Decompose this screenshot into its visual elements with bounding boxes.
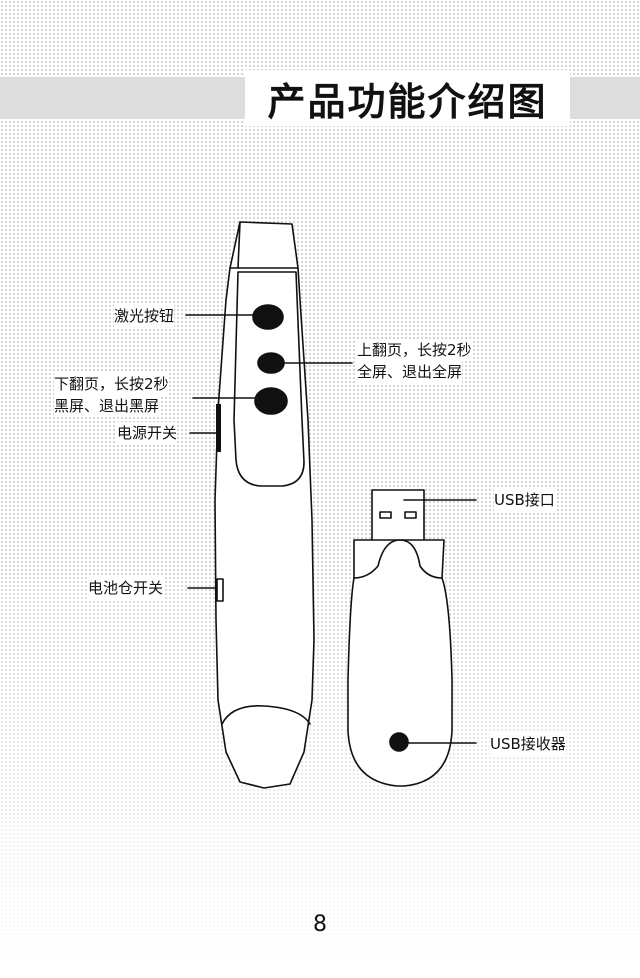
page-number: 8 <box>313 912 327 937</box>
presenter-top-left-edge <box>237 221 241 269</box>
usb-receiver-label: USB接收器 <box>490 733 566 755</box>
title-band-right <box>570 77 640 119</box>
usb-port-label: USB接口 <box>494 489 555 511</box>
title-band-left <box>0 77 245 119</box>
usb-connector-slot-right <box>404 511 417 519</box>
page-down-label-line2: 黑屏、退出黑屏 <box>54 395 160 417</box>
page-up-label-line2: 全屏、退出全屏 <box>357 361 463 383</box>
page-down-label-line1: 下翻页，长按2秒 <box>54 373 169 395</box>
laser-button-label: 激光按钮 <box>114 305 175 327</box>
title-box: 产品功能介绍图 <box>245 70 570 126</box>
page-up-button-shape <box>257 352 285 374</box>
usb-receiver-dot <box>389 732 409 752</box>
laser-button-shape <box>252 304 284 330</box>
power-switch-shape <box>216 404 221 452</box>
page-up-label-line1: 上翻页，长按2秒 <box>357 339 472 361</box>
page-down-button-shape <box>254 387 288 415</box>
power-switch-label: 电源开关 <box>117 422 178 444</box>
usb-connector-slot-left <box>379 511 392 519</box>
usb-receiver-shoulder <box>353 539 443 579</box>
presenter-tip-cap <box>221 705 311 725</box>
button-panel <box>233 271 305 487</box>
usb-receiver-body <box>347 539 453 787</box>
page-title: 产品功能介绍图 <box>267 79 548 124</box>
battery-switch-label: 电池仓开关 <box>88 577 164 599</box>
battery-switch-shape <box>216 578 224 602</box>
